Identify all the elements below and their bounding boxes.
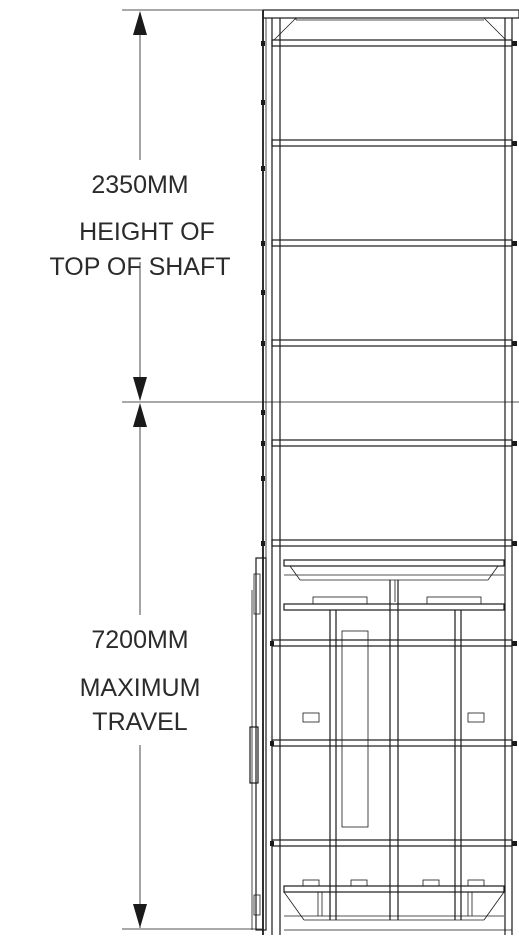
car-side-panel [255, 557, 267, 931]
car-top-crossbar [283, 603, 505, 611]
top-gusset-left [273, 17, 297, 41]
car-center-panel [341, 630, 369, 828]
upper-dimension-value: 2350MM [91, 171, 188, 199]
lower-dimension-value: 7200MM [91, 626, 188, 654]
rail-brackets [261, 41, 517, 846]
lower-arrow-top [133, 403, 147, 427]
upper-arrow-bottom [133, 377, 147, 401]
lift-car [249, 557, 512, 931]
rail [271, 639, 513, 647]
bracket-right [467, 712, 485, 723]
lower-dimension-label-line1: MAXIMUM [80, 674, 201, 702]
car-door-handle [249, 726, 259, 784]
top-cap [262, 9, 519, 19]
rail [271, 839, 513, 847]
lower-arrow-bottom [133, 904, 147, 928]
car-guide-upper [253, 573, 261, 615]
horizontal-rails [271, 39, 513, 847]
car-floor [283, 885, 505, 893]
rail [271, 139, 513, 147]
car-guide-lower [253, 894, 261, 916]
dimension-lines [122, 9, 519, 930]
rail [271, 539, 513, 547]
upper-dimension-label-line2: TOP OF SHAFT [49, 253, 230, 281]
car-roof [283, 559, 505, 567]
upper-arrow-top [133, 11, 147, 35]
rail [271, 339, 513, 347]
bracket-left [302, 712, 320, 723]
shaft-structure [249, 9, 519, 935]
upper-dimension-label-line1: HEIGHT OF [79, 218, 215, 246]
top-gusset-right [483, 17, 507, 41]
top-plate-left [312, 596, 368, 605]
rail [271, 739, 513, 747]
rail [271, 239, 513, 247]
rail [271, 39, 513, 47]
lower-dimension-label-line2: TRAVEL [92, 708, 187, 736]
rail [271, 439, 513, 447]
top-plate-right [426, 596, 482, 605]
